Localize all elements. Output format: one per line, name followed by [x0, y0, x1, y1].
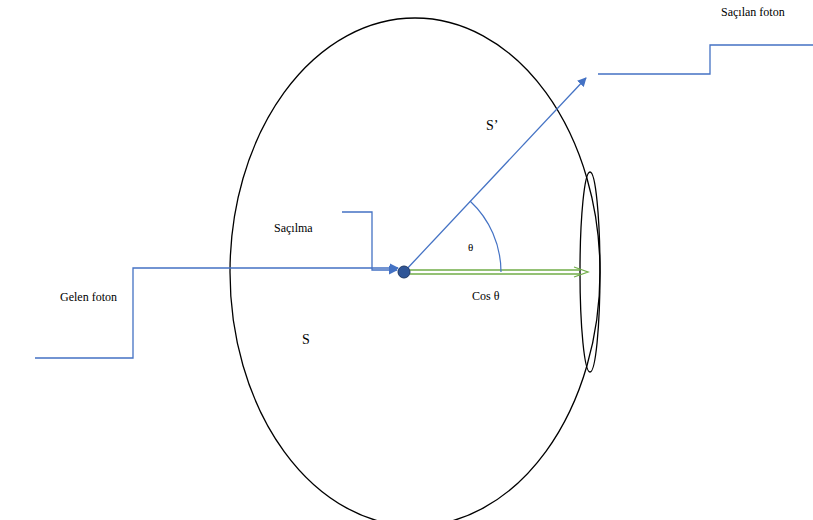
angle-arc: [470, 201, 501, 272]
eye-outline: [230, 18, 600, 520]
label-text: Cos θ: [472, 290, 499, 304]
scattered-photon-arrow: [404, 78, 586, 272]
scattering-point: [398, 266, 410, 278]
label-text: Saçılan foton: [721, 6, 785, 20]
label-text: Gelen foton: [60, 291, 117, 305]
lens: [580, 172, 600, 372]
scattered-photon-leader: [598, 45, 813, 74]
cos-projection-head: [574, 267, 588, 277]
label-text: θ: [468, 241, 473, 254]
label-text: Saçılma: [274, 222, 313, 236]
cos-projection-line: [410, 273, 580, 274]
incident-photon-line: [35, 268, 398, 358]
label-text: S: [302, 332, 310, 348]
label-text: S’: [486, 118, 498, 134]
scattering-leader: [342, 212, 397, 270]
cos-projection-line: [410, 269, 580, 270]
